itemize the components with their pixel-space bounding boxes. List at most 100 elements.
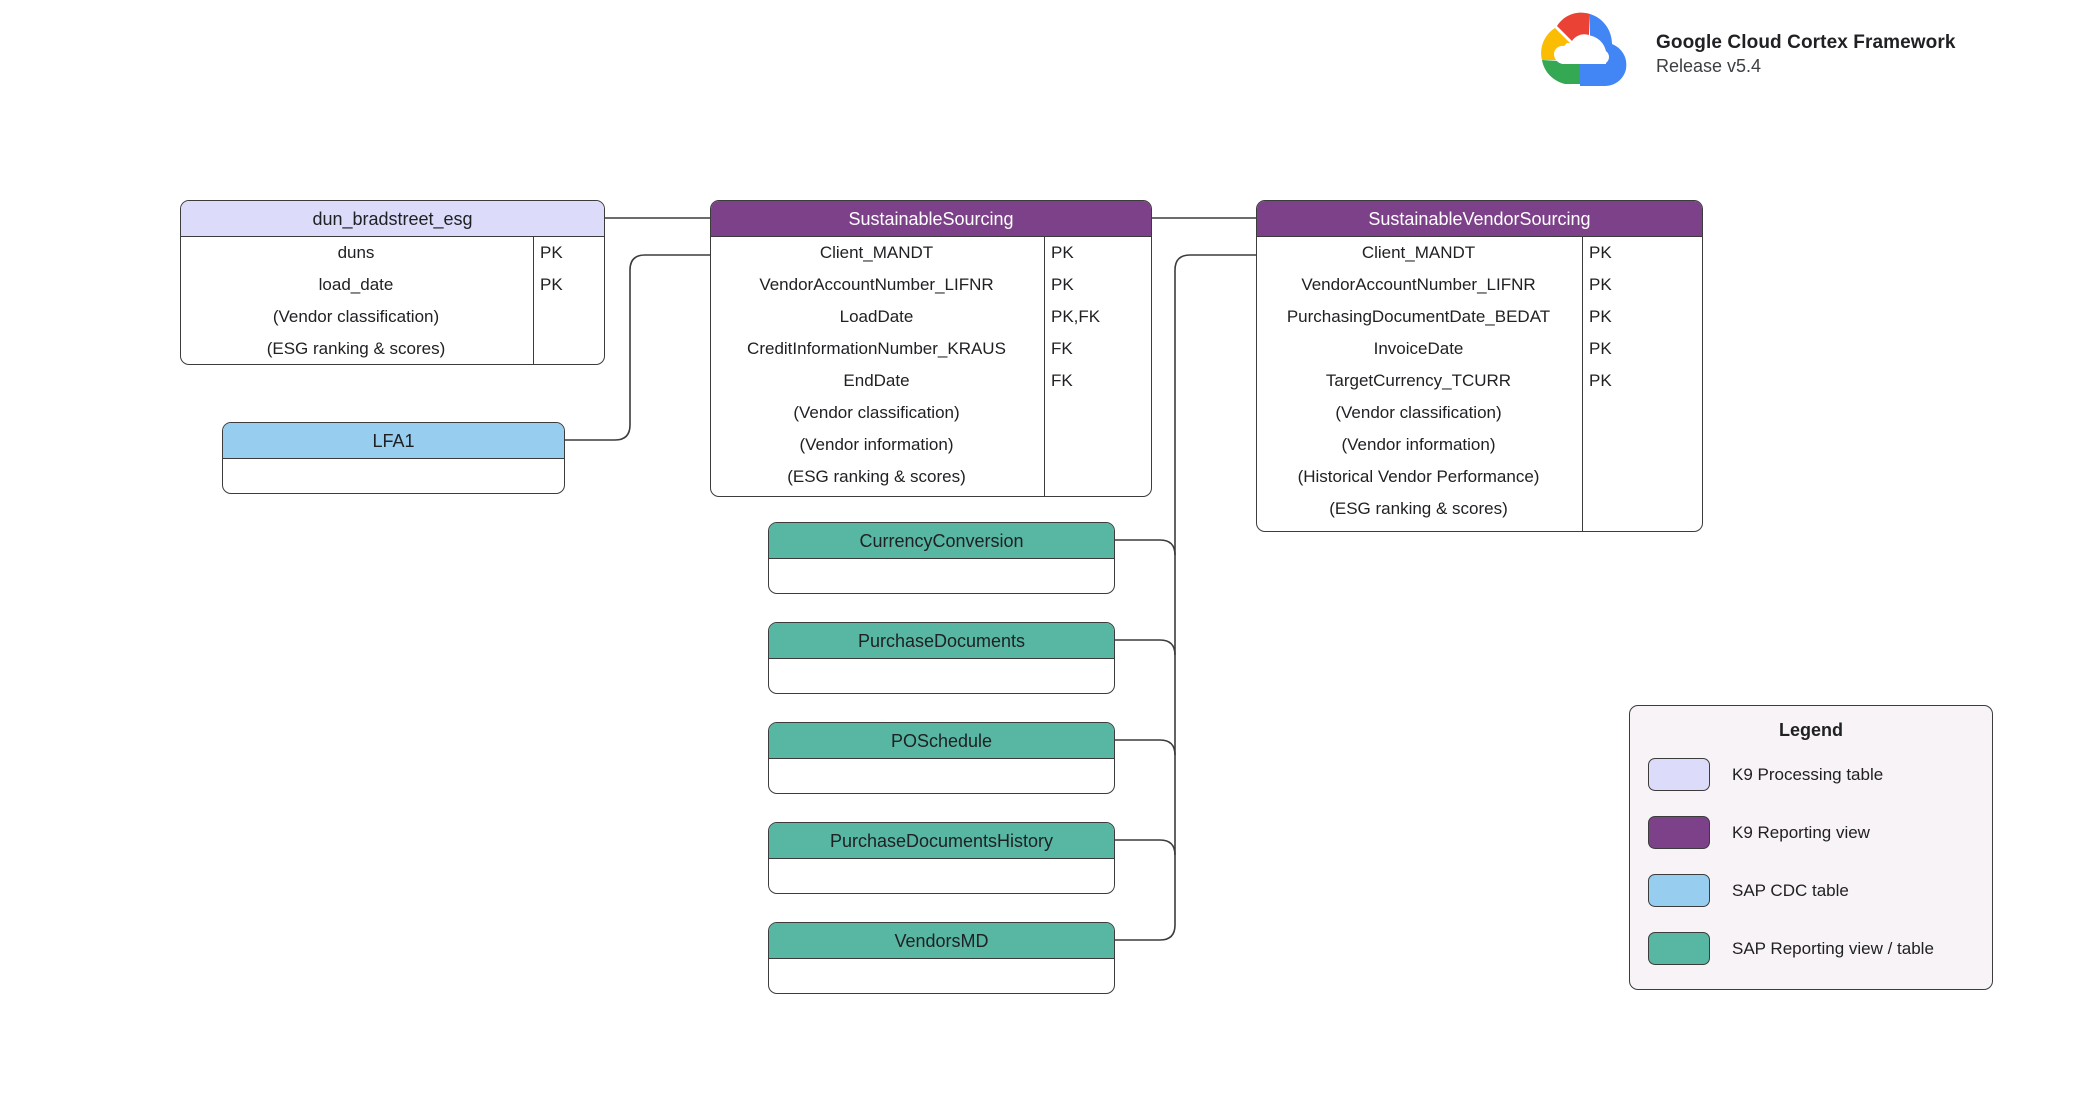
field-key: PK,FK bbox=[1051, 307, 1101, 326]
entity-body bbox=[769, 759, 1114, 792]
field-key: PK bbox=[1051, 275, 1074, 294]
field-name: (ESG ranking & scores) bbox=[266, 339, 446, 358]
field-name: PurchasingDocumentDate_BEDAT bbox=[1286, 307, 1551, 326]
entity-body: duns PK load_date PK (Vendor classificat… bbox=[181, 237, 604, 364]
table-row: InvoiceDate PK bbox=[1257, 333, 1702, 365]
legend-swatch-k9-reporting-view bbox=[1648, 816, 1710, 849]
table-row: (ESG ranking & scores) bbox=[711, 461, 1151, 493]
field-name: (Vendor information) bbox=[799, 435, 954, 454]
table-row: (Vendor information) bbox=[711, 429, 1151, 461]
key-column-divider bbox=[533, 237, 534, 364]
field-key: FK bbox=[1051, 339, 1073, 358]
field-name: (Vendor classification) bbox=[272, 307, 440, 326]
table-row: (Vendor classification) bbox=[1257, 397, 1702, 429]
entity-sustainable-vendor-sourcing[interactable]: SustainableVendorSourcing Client_MANDT P… bbox=[1256, 200, 1703, 532]
table-row: LoadDate PK,FK bbox=[711, 301, 1151, 333]
brand-release: Release v5.4 bbox=[1656, 55, 1762, 76]
field-name: (Historical Vendor Performance) bbox=[1297, 467, 1540, 486]
field-key: PK bbox=[1589, 339, 1612, 358]
field-name: InvoiceDate bbox=[1373, 339, 1464, 358]
key-column-divider bbox=[1044, 237, 1045, 496]
brand-header: Google Cloud Cortex Framework Release v5… bbox=[1528, 8, 1956, 100]
legend-item: K9 Reporting view bbox=[1630, 808, 1992, 857]
field-name: TargetCurrency_TCURR bbox=[1325, 371, 1512, 390]
field-name: (Vendor classification) bbox=[1335, 403, 1502, 422]
entity-po-schedule[interactable]: POSchedule bbox=[768, 722, 1115, 794]
field-key: FK bbox=[1051, 371, 1073, 390]
entity-body bbox=[769, 859, 1114, 892]
table-row: (ESG ranking & scores) bbox=[1257, 493, 1702, 525]
legend-title: Legend bbox=[1778, 720, 1843, 740]
table-row: TargetCurrency_TCURR PK bbox=[1257, 365, 1702, 397]
entity-header: VendorsMD bbox=[769, 923, 1114, 959]
field-name: VendorAccountNumber_LIFNR bbox=[1301, 275, 1536, 294]
entity-header: CurrencyConversion bbox=[769, 523, 1114, 559]
field-name: (Vendor classification) bbox=[793, 403, 960, 422]
brand-title: Google Cloud Cortex Framework bbox=[1656, 31, 1956, 53]
entity-body bbox=[769, 659, 1114, 692]
field-name: CreditInformationNumber_KRAUS bbox=[747, 339, 1006, 358]
legend-item: SAP Reporting view / table bbox=[1630, 924, 1992, 973]
google-cloud-logo-icon bbox=[1541, 12, 1627, 86]
entity-body bbox=[223, 459, 564, 492]
legend-label: SAP Reporting view / table bbox=[1732, 938, 1934, 958]
field-name: LoadDate bbox=[839, 307, 914, 326]
legend-label: K9 Reporting view bbox=[1732, 822, 1870, 842]
field-key: PK bbox=[540, 243, 563, 262]
table-row: (Vendor classification) bbox=[181, 301, 604, 333]
entity-currency-conversion[interactable]: CurrencyConversion bbox=[768, 522, 1115, 594]
key-column-divider bbox=[1582, 237, 1583, 531]
legend-label: SAP CDC table bbox=[1732, 880, 1849, 900]
entity-body bbox=[769, 959, 1114, 992]
field-key: PK bbox=[1051, 243, 1074, 262]
table-row: duns PK bbox=[181, 237, 604, 269]
legend-swatch-sap-cdc-table bbox=[1648, 874, 1710, 907]
legend-swatch-k9-processing-table bbox=[1648, 758, 1710, 791]
entity-purchase-documents[interactable]: PurchaseDocuments bbox=[768, 622, 1115, 694]
table-row: PurchasingDocumentDate_BEDAT PK bbox=[1257, 301, 1702, 333]
field-name: EndDate bbox=[843, 371, 910, 390]
table-row: CreditInformationNumber_KRAUS FK bbox=[711, 333, 1151, 365]
table-row: VendorAccountNumber_LIFNR PK bbox=[711, 269, 1151, 301]
field-key: PK bbox=[1589, 243, 1612, 262]
entity-sustainable-sourcing[interactable]: SustainableSourcing Client_MANDT PK Vend… bbox=[710, 200, 1152, 497]
entity-lfa1[interactable]: LFA1 bbox=[222, 422, 565, 494]
entity-body: Client_MANDT PK VendorAccountNumber_LIFN… bbox=[711, 237, 1151, 496]
table-row: (Vendor information) bbox=[1257, 429, 1702, 461]
table-row: (ESG ranking & scores) bbox=[181, 333, 604, 364]
entity-dun-bradstreet-esg[interactable]: dun_bradstreet_esg duns PK load_date PK … bbox=[180, 200, 605, 365]
entity-header: PurchaseDocuments bbox=[769, 623, 1114, 659]
legend-label: K9 Processing table bbox=[1732, 764, 1884, 784]
field-key: PK bbox=[1589, 275, 1612, 294]
table-row: Client_MANDT PK bbox=[1257, 237, 1702, 269]
legend-swatch-sap-reporting-view-table bbox=[1648, 932, 1710, 965]
field-name: Client_MANDT bbox=[819, 243, 934, 262]
field-name: duns bbox=[337, 243, 375, 262]
legend-panel: Legend K9 Processing table K9 Reporting … bbox=[1629, 705, 1993, 990]
table-row: (Vendor classification) bbox=[711, 397, 1151, 429]
entity-header: POSchedule bbox=[769, 723, 1114, 759]
field-name: VendorAccountNumber_LIFNR bbox=[759, 275, 994, 294]
table-row: VendorAccountNumber_LIFNR PK bbox=[1257, 269, 1702, 301]
entity-body bbox=[769, 559, 1114, 592]
table-row: (Historical Vendor Performance) bbox=[1257, 461, 1702, 493]
field-key: PK bbox=[1589, 371, 1612, 390]
legend-item: K9 Processing table bbox=[1630, 750, 1992, 799]
entity-header: dun_bradstreet_esg bbox=[181, 201, 604, 237]
entity-header: SustainableSourcing bbox=[711, 201, 1151, 237]
field-name: (ESG ranking & scores) bbox=[787, 467, 966, 486]
field-name: Client_MANDT bbox=[1361, 243, 1476, 262]
entity-header: LFA1 bbox=[223, 423, 564, 459]
table-row: EndDate FK bbox=[711, 365, 1151, 397]
field-name: (ESG ranking & scores) bbox=[1329, 499, 1508, 518]
entity-body: Client_MANDT PK VendorAccountNumber_LIFN… bbox=[1257, 237, 1702, 531]
entity-purchase-documents-history[interactable]: PurchaseDocumentsHistory bbox=[768, 822, 1115, 894]
field-name: (Vendor information) bbox=[1341, 435, 1496, 454]
entity-header: SustainableVendorSourcing bbox=[1257, 201, 1702, 237]
field-key: PK bbox=[540, 275, 563, 294]
table-row: Client_MANDT PK bbox=[711, 237, 1151, 269]
field-name: load_date bbox=[318, 275, 394, 294]
legend-item: SAP CDC table bbox=[1630, 866, 1992, 915]
table-row: load_date PK bbox=[181, 269, 604, 301]
entity-vendors-md[interactable]: VendorsMD bbox=[768, 922, 1115, 994]
